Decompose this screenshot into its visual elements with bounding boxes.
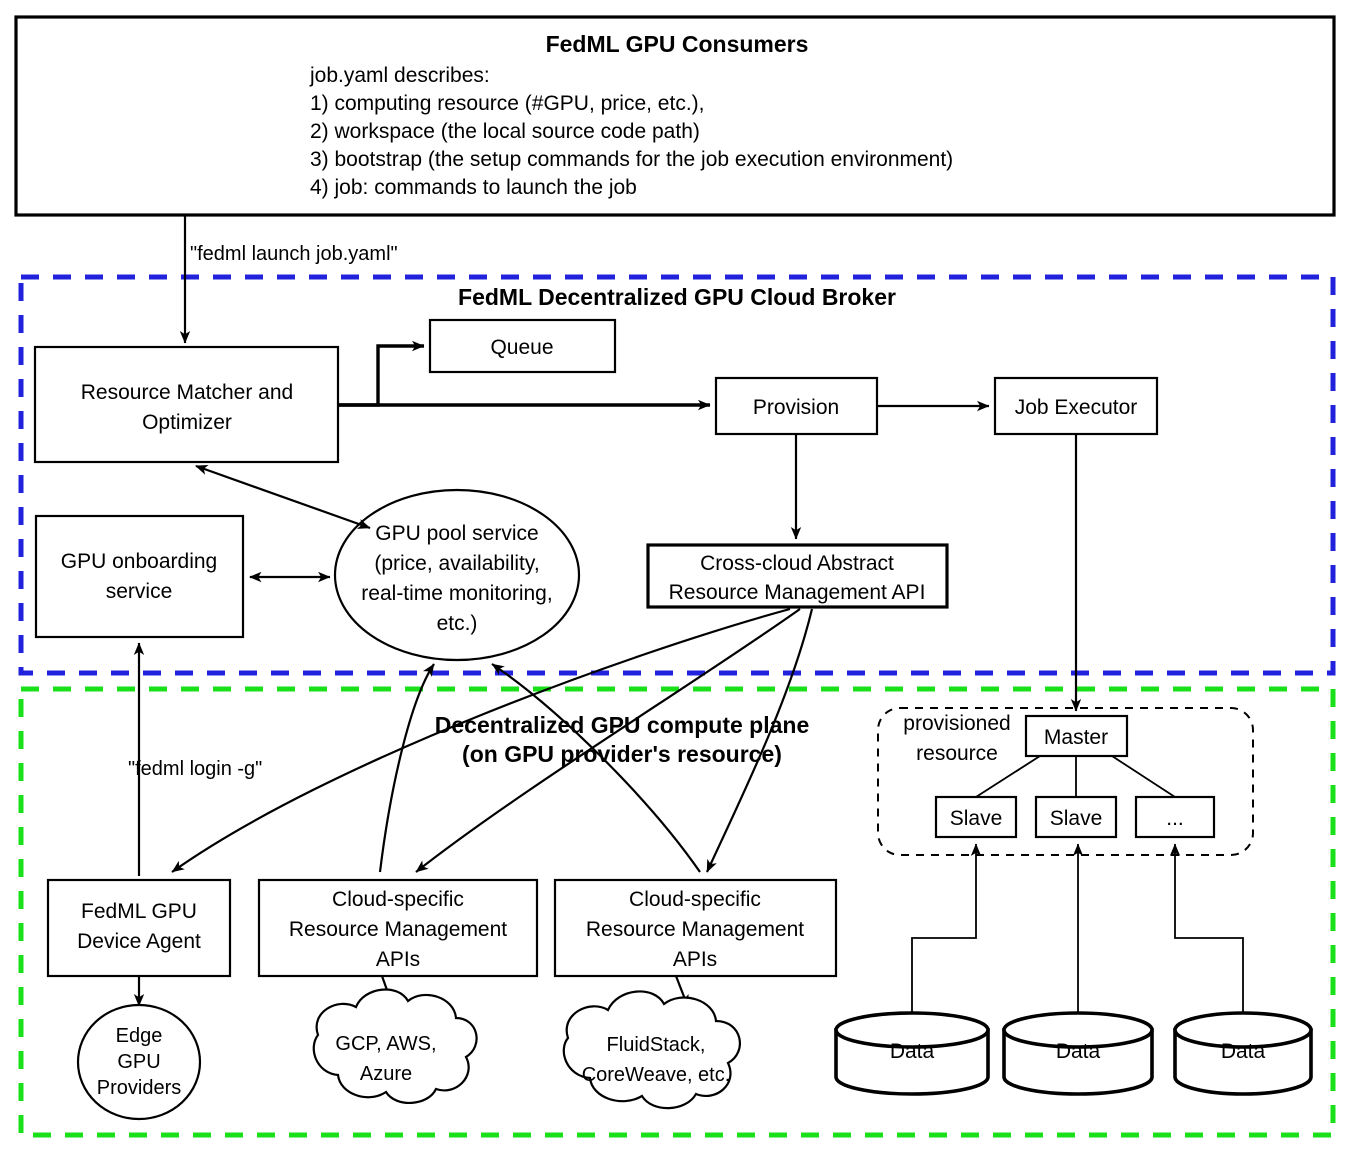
compute-plane-title-1: Decentralized GPU compute plane [435,712,809,738]
gpu-pool-label-2: (price, availability, [374,552,539,575]
cloud-api-b-label-2: Resource Management [586,918,804,941]
consumer-line-3: 2) workspace (the local source code path… [310,120,700,143]
provisioned-resource-label-2: resource [916,742,998,765]
gpu-onboarding-label-1: GPU onboarding [61,550,217,573]
gpu-pool-label-1: GPU pool service [375,522,538,545]
curve-cloudapi-a-to-gpupool [378,663,435,873]
device-agent-label-2: Device Agent [77,930,201,953]
gpu-onboarding-label-2: service [106,580,173,603]
cross-cloud-api-box[interactable] [646,543,949,609]
label-fedml-launch: "fedml launch job.yaml" [190,243,398,265]
slave-a-box[interactable] [934,795,1018,839]
data-cylinder-2 [1002,1011,1154,1096]
slave-c-label: ... [1166,807,1184,830]
link-master-slave-a [975,755,1041,798]
cloud-api-b-label-3: APIs [673,948,717,971]
provision-label: Provision [753,396,839,419]
job-executor-label: Job Executor [1015,396,1138,419]
consumer-panel-border [14,15,1336,217]
device-agent-label-1: FedML GPU [81,900,197,923]
consumer-line-1: job.yaml describes: [309,64,490,87]
curve-crosscloud-to-device-agent [171,607,791,873]
cloud-api-a-label-1: Cloud-specific [332,888,464,911]
arrow-matcher-gpupool [195,464,371,530]
consumer-line-2: 1) computing resource (#GPU, price, etc.… [310,92,704,115]
cloud-api-b-box[interactable] [553,878,838,978]
data-store-label-3: Data [1221,1040,1266,1063]
resource-matcher-box[interactable] [33,345,340,464]
queue-label: Queue [490,336,553,359]
consumer-line-4: 3) bootstrap (the setup commands for the… [310,148,953,171]
public-cloud-label-1: GCP, AWS, [335,1033,436,1055]
gpu-onboarding-box[interactable] [34,514,245,639]
resource-matcher-label-2: Optimizer [142,411,232,434]
resource-matcher-label-1: Resource Matcher and [81,381,293,404]
consumer-panel-title: FedML GPU Consumers [546,31,809,57]
consumer-line-5: 4) job: commands to launch the job [310,176,637,199]
slave-b-label: Slave [1050,807,1103,830]
job-executor-box[interactable] [993,376,1159,436]
compute-plane-title-2: (on GPU provider's resource) [462,741,782,767]
public-cloud-shape[interactable] [312,988,478,1105]
neocloud-label-2: CoreWeave, etc. [582,1064,731,1086]
curve-cloudapi-b-to-gpupool [491,663,701,873]
master-label: Master [1044,726,1108,749]
edge-providers-label-1: Edge [116,1025,163,1047]
gpu-pool-label-3: real-time monitoring, [361,582,552,605]
cloud-api-a-box[interactable] [257,878,539,978]
data-store-label-2: Data [1056,1040,1101,1063]
broker-title: FedML Decentralized GPU Cloud Broker [458,284,896,310]
data-store-label-1: Data [890,1040,935,1063]
provisioned-resource-label-1: provisioned [903,712,1010,735]
neocloud-label-1: FluidStack, [607,1034,706,1056]
compute-plane-container-border [18,686,1336,1138]
edge-providers-label-3: Providers [97,1077,181,1099]
cloud-api-a-label-3: APIs [376,948,420,971]
device-agent-box[interactable] [46,878,232,978]
provisioned-resource-border [877,707,1254,856]
cross-cloud-api-label-1: Cross-cloud Abstract [700,552,894,575]
curve-crosscloud-to-cloudapi-b [706,608,814,873]
broker-container-border [18,274,1336,676]
edge-providers-label-2: GPU [117,1051,160,1073]
label-fedml-login: "fedml login -g" [128,758,262,780]
link-data1-to-slave-a [911,843,982,1013]
edge-gpu-providers-ellipse[interactable] [76,1003,202,1121]
cross-cloud-api-label-2: Resource Management API [669,581,926,604]
arrow-matcher-to-queue [338,340,425,407]
curve-crosscloud-to-cloudapi-a [415,608,801,873]
neocloud-shape[interactable] [562,990,741,1110]
data-cylinder-1 [834,1011,990,1096]
link-master-slave-c [1111,755,1176,798]
slave-c-box[interactable] [1134,795,1216,839]
gpu-pool-ellipse[interactable] [333,488,581,662]
gpu-pool-label-4: etc.) [437,612,478,635]
public-cloud-label-2: Azure [360,1063,412,1085]
cloud-api-b-label-1: Cloud-specific [629,888,761,911]
cloud-api-a-label-2: Resource Management [289,918,507,941]
queue-box[interactable] [428,318,617,374]
link-data3-to-slave-c [1169,843,1244,1013]
slave-a-label: Slave [950,807,1003,830]
